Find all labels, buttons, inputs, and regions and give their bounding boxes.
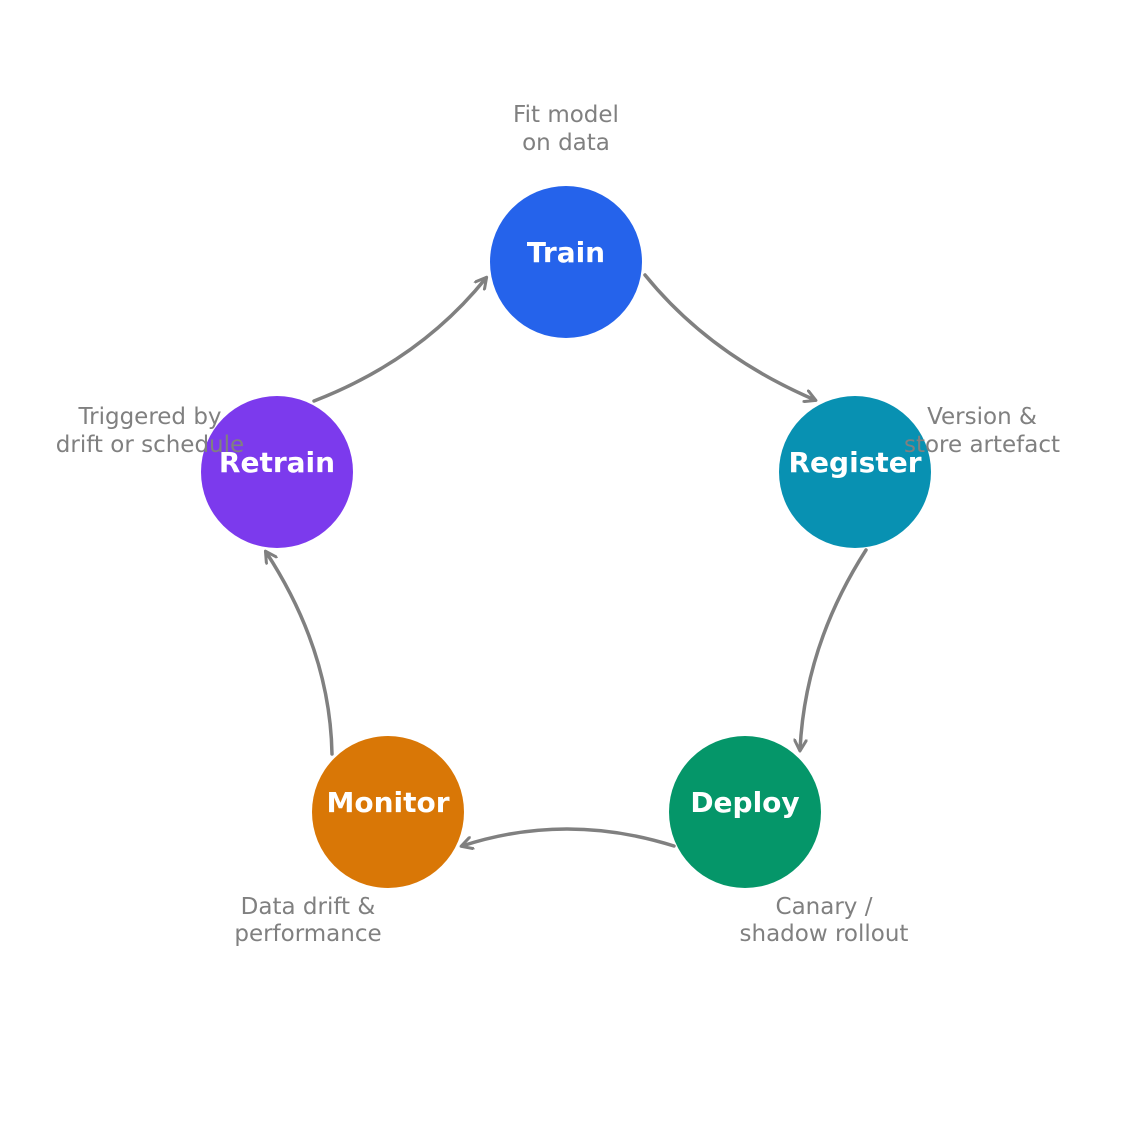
description-deploy-line-1: Canary / <box>776 894 873 920</box>
description-monitor-line-2: performance <box>234 921 381 947</box>
description-train-line-2: on data <box>522 130 610 156</box>
description-retrain: Triggered by drift or schedule <box>56 404 244 458</box>
edge-deploy-to-monitor <box>462 827 676 846</box>
node-register-label: Register <box>788 446 921 479</box>
description-register-line-1: Version & <box>927 404 1037 430</box>
description-train: Fit model on data <box>513 102 619 156</box>
edge-register-to-deploy <box>800 548 868 750</box>
description-register: Version & store artefact <box>904 404 1060 458</box>
node-monitor: Monitor <box>312 736 464 888</box>
node-train-label: Train <box>527 236 605 269</box>
edges <box>266 273 868 846</box>
description-monitor-line-1: Data drift & <box>241 894 376 920</box>
node-train-circle <box>490 186 642 338</box>
description-deploy-line-2: shadow rollout <box>740 921 909 947</box>
edge-monitor-to-retrain <box>266 552 334 756</box>
description-deploy: Canary / shadow rollout <box>740 894 909 947</box>
node-monitor-circle <box>312 736 464 888</box>
node-register: Register <box>779 396 931 548</box>
description-monitor: Data drift & performance <box>234 894 381 947</box>
node-train: Train <box>490 186 642 338</box>
node-monitor-label: Monitor <box>326 786 449 819</box>
node-deploy: Deploy <box>669 736 821 888</box>
node-deploy-circle <box>669 736 821 888</box>
node-retrain-label: Retrain <box>219 446 335 479</box>
node-retrain: Retrain <box>201 396 353 548</box>
node-retrain-circle <box>201 396 353 548</box>
node-deploy-label: Deploy <box>690 786 799 819</box>
edge-train-to-register <box>643 273 815 400</box>
description-retrain-line-1: Triggered by <box>77 404 221 430</box>
description-train-line-1: Fit model <box>513 102 619 128</box>
description-retrain-line-2: drift or schedule <box>56 432 244 458</box>
description-register-line-2: store artefact <box>904 432 1060 458</box>
edge-retrain-to-train <box>312 278 486 403</box>
node-register-circle <box>779 396 931 548</box>
